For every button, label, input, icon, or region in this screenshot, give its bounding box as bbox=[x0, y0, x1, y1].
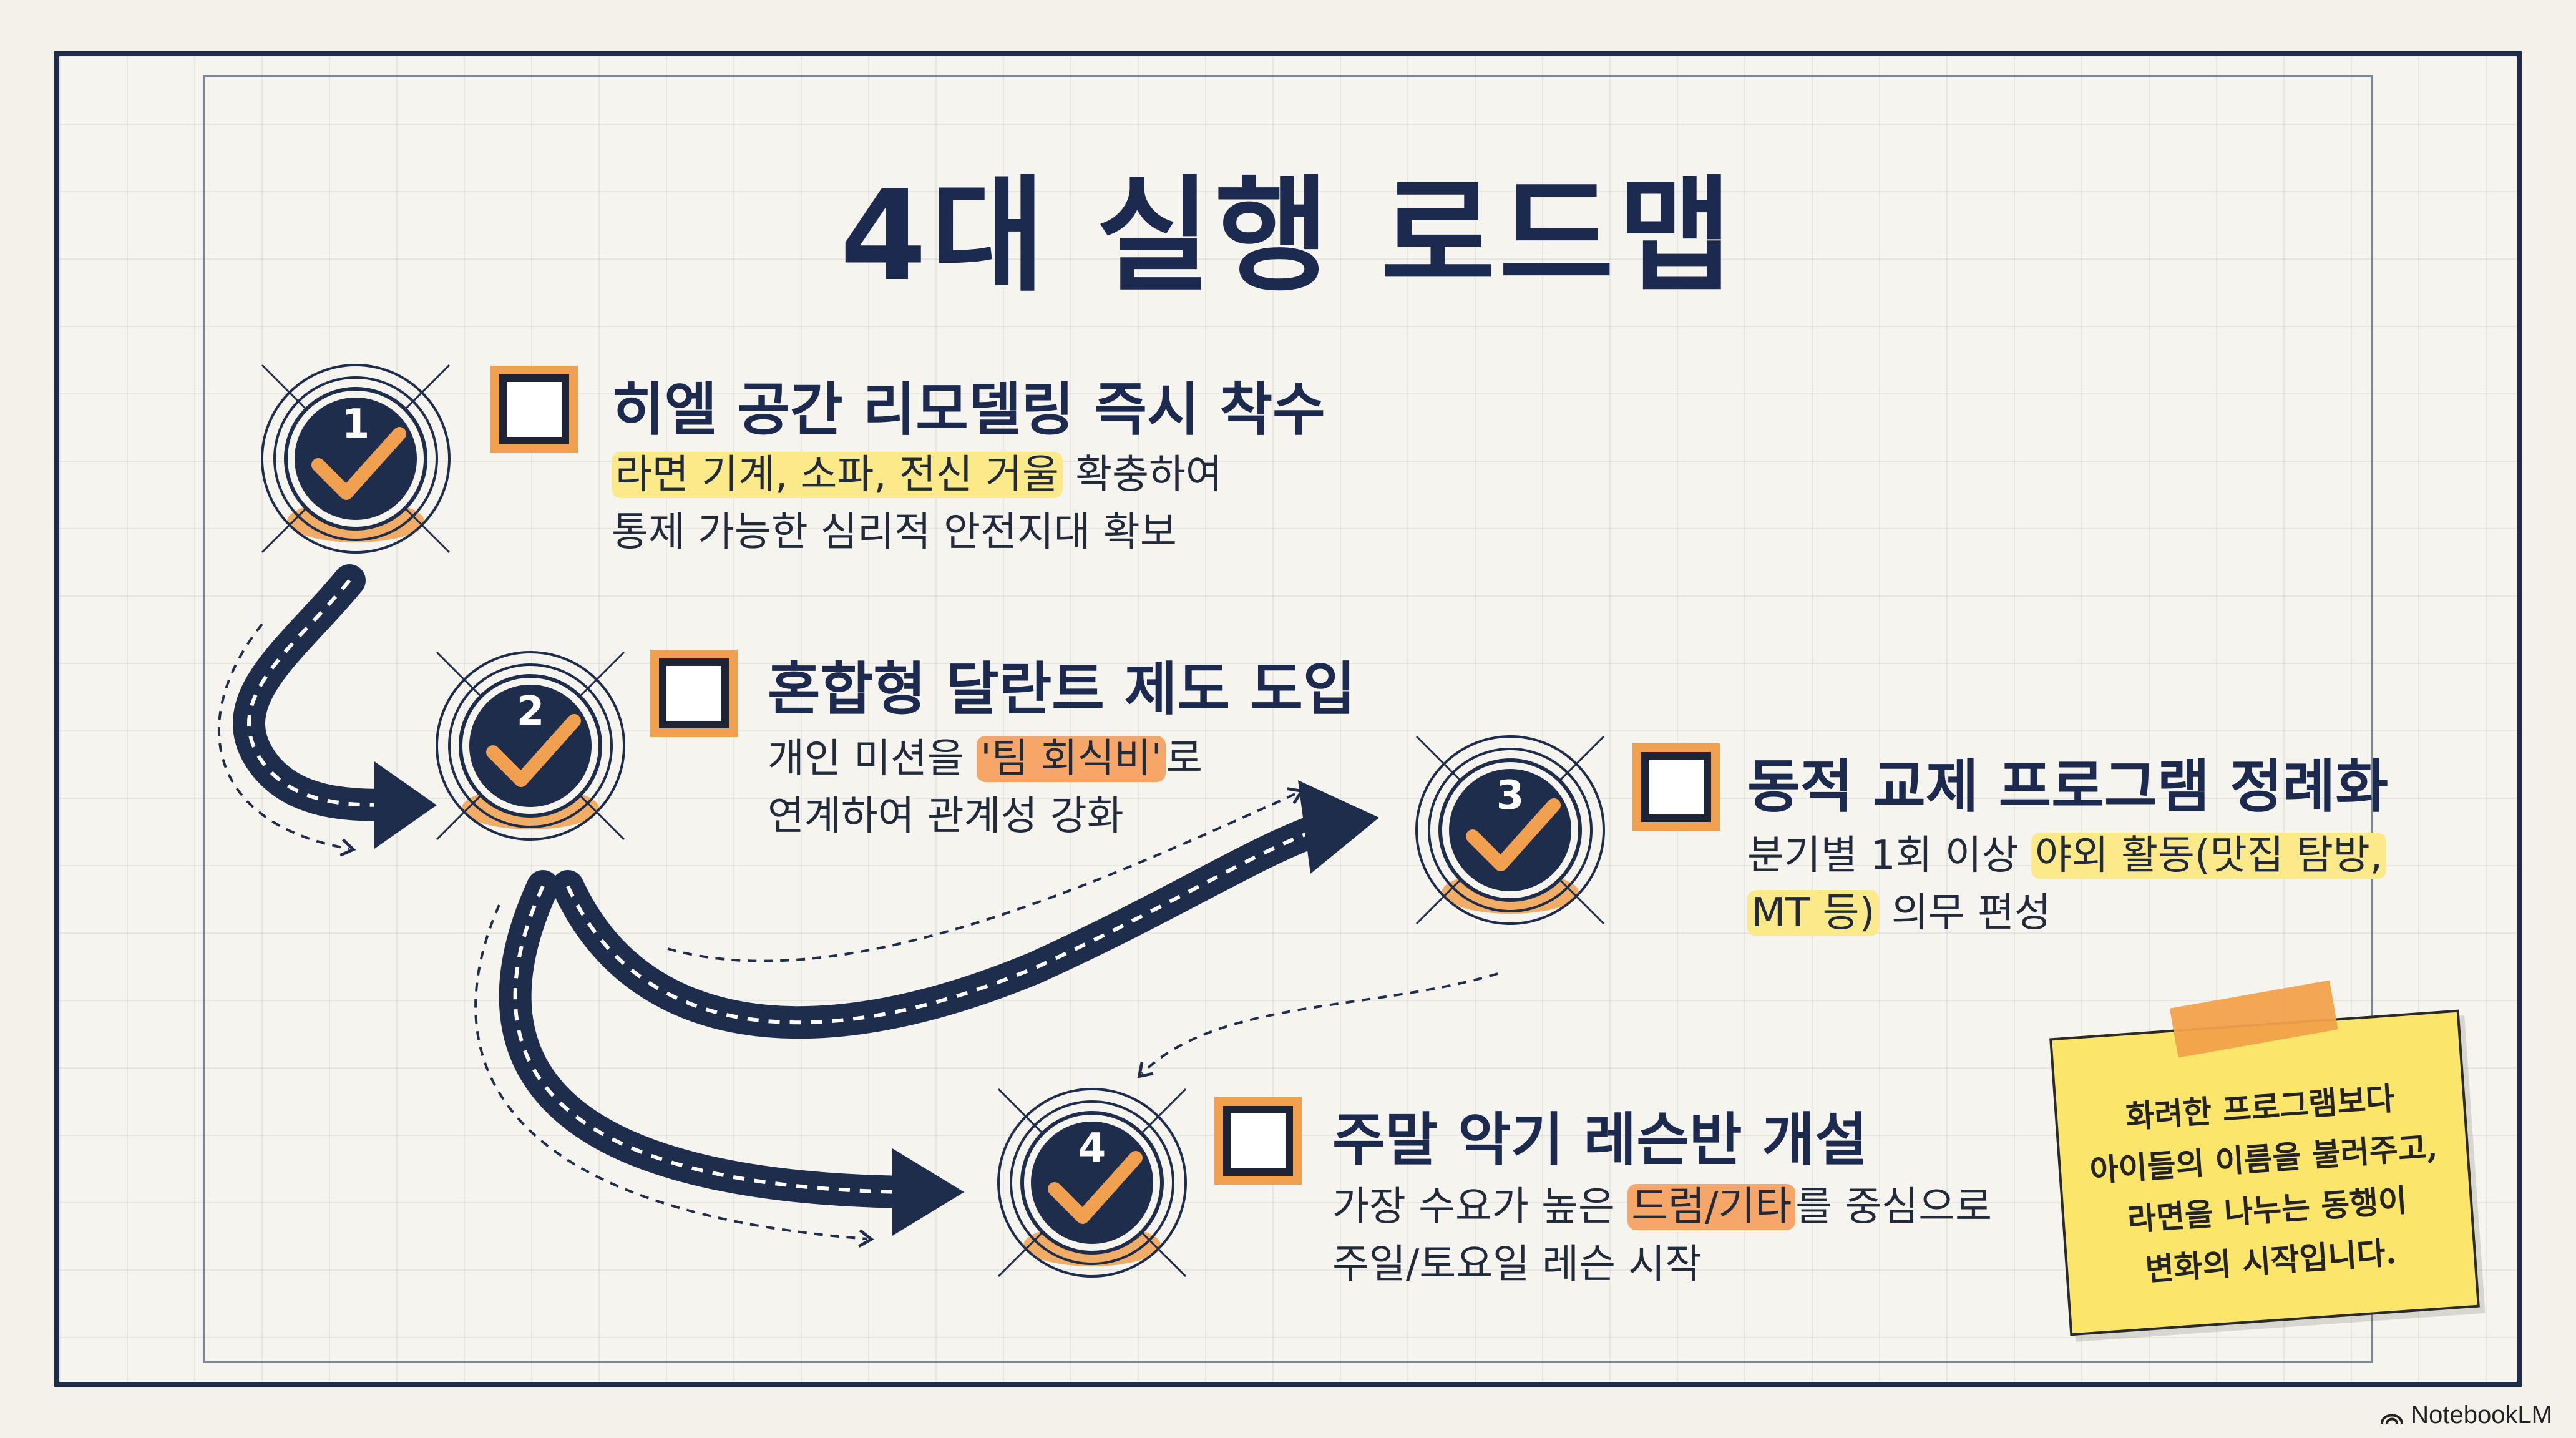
step-2-highlight: '팀 회식비' bbox=[977, 736, 1166, 782]
dashed-arc-1-2 bbox=[218, 623, 356, 857]
step-4-desc-post: 를 중심으로 bbox=[1795, 1184, 1993, 1230]
step-3-desc-post: 의무 편성 bbox=[1878, 890, 2051, 936]
badge-target-icon bbox=[997, 1088, 1187, 1278]
sticky-note: 화려한 프로그램보다 아이들의 이름을 불러주고, 라면을 나누는 동행이 변화… bbox=[2049, 980, 2480, 1336]
step-4-description: 가장 수요가 높은 드럼/기타를 중심으로 주일/토요일 레슨 시작 bbox=[1332, 1178, 1992, 1293]
step-3-highlight-1: 야외 활동(맛집 탐방, bbox=[2031, 833, 2387, 879]
dashed-arc-3-4 bbox=[1137, 972, 1498, 1078]
road-2-to-4 bbox=[499, 870, 921, 1208]
step-1-desc-line1: 확충하여 bbox=[1062, 452, 1222, 498]
step-3-number: 3 bbox=[1496, 773, 1525, 819]
step-2-desc-line2: 연계하여 관계성 강화 bbox=[768, 793, 1124, 839]
road-2-to-3 bbox=[552, 814, 1333, 1039]
step-3-checkbox[interactable] bbox=[1641, 752, 1711, 822]
step-3-title: 동적 교제 프로그램 정례화 bbox=[1747, 753, 2389, 820]
step-4-badge: 4 bbox=[986, 1077, 1198, 1289]
step-2-desc-post: 로 bbox=[1166, 736, 1203, 782]
blueprint-frame bbox=[54, 51, 2522, 1387]
step-4-desc-pre: 가장 수요가 높은 bbox=[1332, 1184, 1628, 1230]
step-3-highlight-2: MT 등) bbox=[1747, 890, 1879, 936]
step-1-number: 1 bbox=[341, 401, 370, 448]
step-2-checkbox[interactable] bbox=[659, 658, 729, 728]
step-3-badge: 3 bbox=[1404, 724, 1616, 936]
badge-target-icon bbox=[261, 364, 451, 554]
badge-target-icon bbox=[1415, 735, 1605, 925]
step-3-desc-pre: 분기별 1회 이상 bbox=[1747, 833, 2032, 879]
step-1-title: 히엘 공간 리모델링 즉시 착수 bbox=[612, 376, 1325, 443]
step-4-highlight: 드럼/기타 bbox=[1627, 1184, 1796, 1230]
arrowhead-1-2 bbox=[374, 761, 437, 849]
page-title: 4대 실행 로드맵 bbox=[839, 164, 1737, 309]
step-4-desc-line2: 주일/토요일 레슨 시작 bbox=[1332, 1241, 1702, 1288]
step-1-description: 라면 기계, 소파, 전신 거울 확충하여 통제 가능한 심리적 안전지대 확보 bbox=[612, 446, 1222, 561]
step-2-desc-pre: 개인 미션을 bbox=[768, 736, 977, 782]
step-1-badge: 1 bbox=[250, 353, 462, 565]
step-1-highlight: 라면 기계, 소파, 전신 거울 bbox=[612, 452, 1063, 498]
step-4-checkbox[interactable] bbox=[1223, 1106, 1293, 1176]
brand-label: NotebookLM bbox=[2411, 1401, 2552, 1429]
step-2-number: 2 bbox=[516, 688, 545, 735]
badge-target-icon bbox=[436, 651, 625, 841]
sticky-note-text: 화려한 프로그램보다 아이들의 이름을 불러주고, 라면을 나누는 동행이 변화… bbox=[2088, 1080, 2439, 1288]
step-3-description: 분기별 1회 이상 야외 활동(맛집 탐방, MT 등) 의무 편성 bbox=[1747, 827, 2387, 942]
step-1-checkbox[interactable] bbox=[499, 374, 569, 444]
notebooklm-logo-icon bbox=[2381, 1414, 2404, 1424]
dashed-arc-2-4 bbox=[474, 904, 874, 1248]
step-4-number: 4 bbox=[1078, 1125, 1106, 1171]
step-2-title: 혼합형 달란트 제도 도입 bbox=[768, 656, 1356, 723]
step-1-desc-line2: 통제 가능한 심리적 안전지대 확보 bbox=[612, 509, 1177, 555]
step-2-description: 개인 미션을 '팀 회식비'로 연계하여 관계성 강화 bbox=[768, 730, 1203, 845]
step-4-title: 주말 악기 레슨반 개설 bbox=[1332, 1107, 1868, 1173]
dashed-arc-2-3 bbox=[667, 787, 1304, 962]
arrowhead-2-4 bbox=[892, 1148, 964, 1236]
arrowhead-2-3 bbox=[1298, 780, 1379, 874]
brand-watermark: NotebookLM bbox=[2379, 1401, 2552, 1429]
step-2-badge: 2 bbox=[424, 640, 637, 852]
